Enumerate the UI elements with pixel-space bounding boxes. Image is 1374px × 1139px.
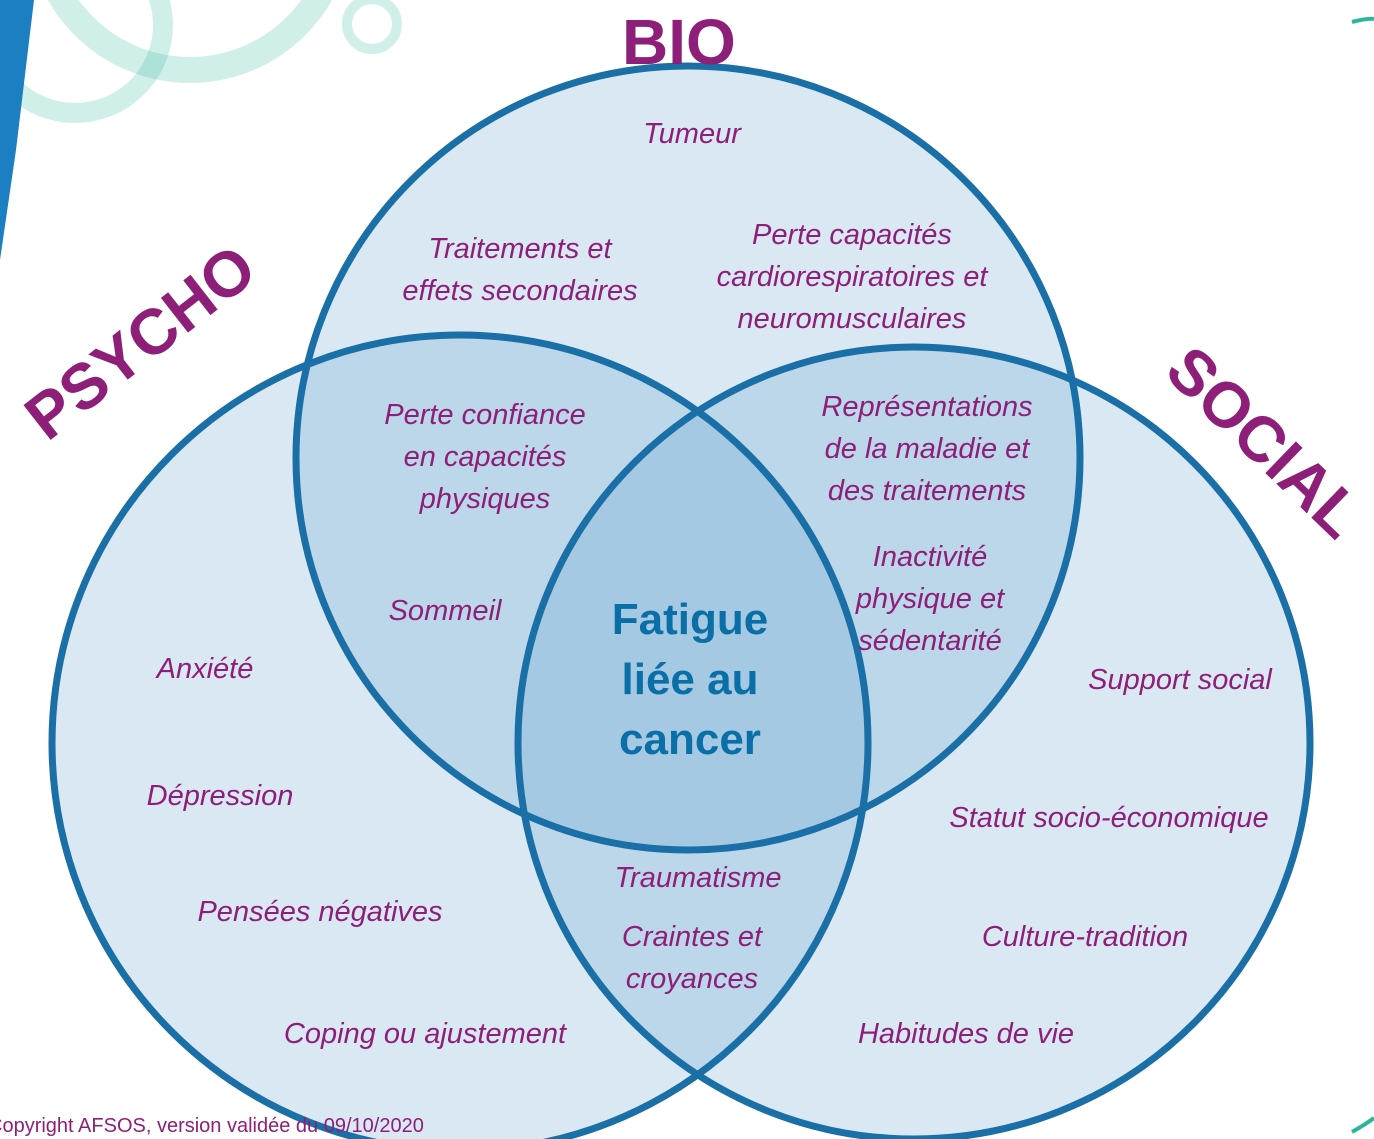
circle-bio-fill — [296, 66, 1080, 850]
label-perte-capacites-line2: cardiorespiratoires et — [716, 261, 988, 293]
deco-ring-small — [342, 0, 402, 54]
label-perte-capacites-line3: neuromusculaires — [737, 303, 967, 335]
label-traumatisme: Traumatisme — [614, 862, 782, 894]
circle-psycho-fill — [52, 335, 868, 1139]
label-perte-confiance: Perte confiance en capacités physiques — [350, 394, 620, 520]
label-traitements-line2: effets secondaires — [402, 275, 638, 307]
label-traitements-line1: Traitements et — [428, 233, 612, 265]
left-edge-bar — [0, 0, 34, 260]
label-representations-line2: de la maladie et — [824, 433, 1030, 465]
label-perte-confiance-line3: physiques — [419, 483, 551, 515]
center-line3: cancer — [619, 715, 761, 764]
label-depression: Dépression — [146, 780, 294, 812]
circle-social-fill — [518, 347, 1310, 1139]
label-representations-line3: des traitements — [827, 475, 1027, 507]
label-culture: Culture-tradition — [981, 921, 1189, 953]
label-coping: Coping ou ajustement — [283, 1018, 567, 1050]
deco-arc-bottom-right — [1351, 1116, 1374, 1134]
label-inactivite: Inactivité physique et sédentarité — [830, 536, 1030, 662]
label-support: Support social — [1088, 664, 1272, 696]
label-representations: Représentations de la maladie et des tra… — [787, 386, 1067, 512]
label-pensees: Pensées négatives — [197, 896, 443, 928]
label-inactivite-line3: sédentarité — [858, 625, 1002, 657]
circle-social — [514, 343, 1314, 1139]
label-craintes-line2: croyances — [625, 963, 759, 995]
label-tumeur: Tumeur — [643, 118, 741, 150]
label-craintes-line1: Craintes et — [621, 921, 763, 953]
deco-ring-medium — [0, 0, 173, 123]
label-inactivite-line1: Inactivité — [872, 541, 988, 573]
label-perte-capacites: Perte capacités cardiorespiratoires et n… — [682, 214, 1022, 340]
label-statut: Statut socio-économique — [949, 802, 1269, 834]
label-traitements: Traitements et effets secondaires — [380, 228, 660, 312]
copyright-notice: Copyright AFSOS, version validée du 09/1… — [0, 1115, 424, 1137]
label-perte-confiance-line2: en capacités — [403, 441, 567, 473]
title-bio: BIO — [622, 6, 736, 78]
circle-psycho — [48, 331, 872, 1139]
deco-arc-top-right — [1351, 16, 1374, 24]
circle-bio — [292, 62, 1084, 854]
decorative-rings — [0, 0, 402, 123]
label-habitudes: Habitudes de vie — [857, 1018, 1075, 1050]
label-inactivite-line2: physique et — [855, 583, 1005, 615]
label-perte-confiance-line1: Perte confiance — [384, 399, 586, 431]
center-label: Fatigue liée au cancer — [570, 590, 810, 770]
label-perte-capacites-line1: Perte capacités — [752, 219, 952, 251]
label-representations-line1: Représentations — [821, 391, 1033, 423]
label-anxiete: Anxiété — [156, 653, 254, 685]
label-craintes: Craintes et croyances — [592, 916, 792, 1000]
deco-ring-large — [47, 0, 333, 83]
center-line1: Fatigue — [611, 595, 769, 644]
center-line2: liée au — [621, 655, 759, 704]
label-sommeil: Sommeil — [388, 595, 502, 627]
